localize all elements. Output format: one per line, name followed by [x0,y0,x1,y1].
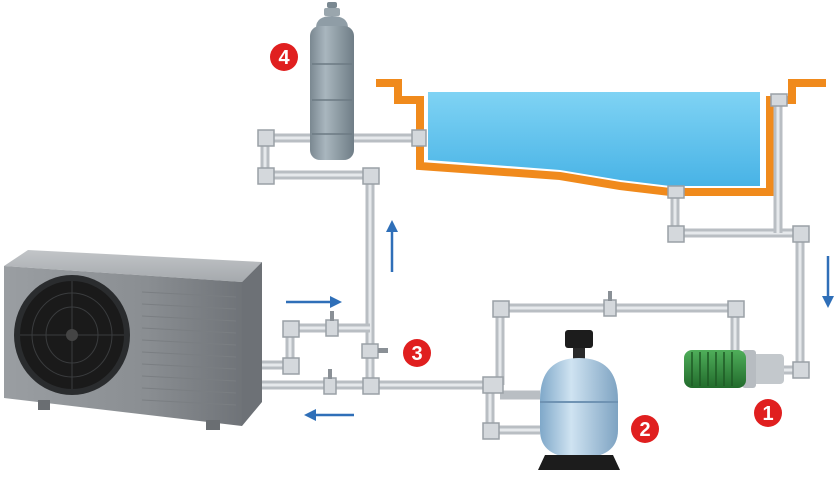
heat-pump-icon [4,250,262,430]
flow-arrow-left [304,409,354,421]
flow-arrow-down [822,256,834,308]
heat-pump-side [242,262,262,426]
chlorinator-icon [310,2,354,160]
pool-wall [376,79,826,196]
badge-filter: 2 [631,415,659,443]
heat-pump-top [4,250,262,282]
valve-filter [603,291,617,317]
filter-tank [540,358,618,458]
chlorinator-body [310,26,354,160]
filter-valve-head [565,330,593,348]
pump-housing [752,354,784,384]
filter-base [538,455,620,470]
heat-pump-grille [141,291,237,406]
badge-chlorinator-label: 4 [278,47,290,69]
badge-valves: 3 [403,339,431,367]
badge-valves-label: 3 [411,343,422,365]
badge-filter-label: 2 [639,419,650,441]
bypass-valves [323,291,617,395]
badge-pump: 1 [754,399,782,427]
badge-chlorinator: 4 [270,43,298,71]
pool-water [428,92,760,186]
pump-motor [684,350,746,388]
swimming-pool [376,79,826,196]
valve-upper [325,311,339,337]
flow-arrows [286,220,834,421]
flow-arrow-up [386,220,398,272]
badge-pump-label: 1 [762,403,773,425]
flow-arrow-right [286,296,342,308]
sand-filter-icon [538,330,620,470]
valve-vertical [361,343,388,359]
pump-motor-icon [684,350,784,388]
valve-bottom [323,369,337,395]
